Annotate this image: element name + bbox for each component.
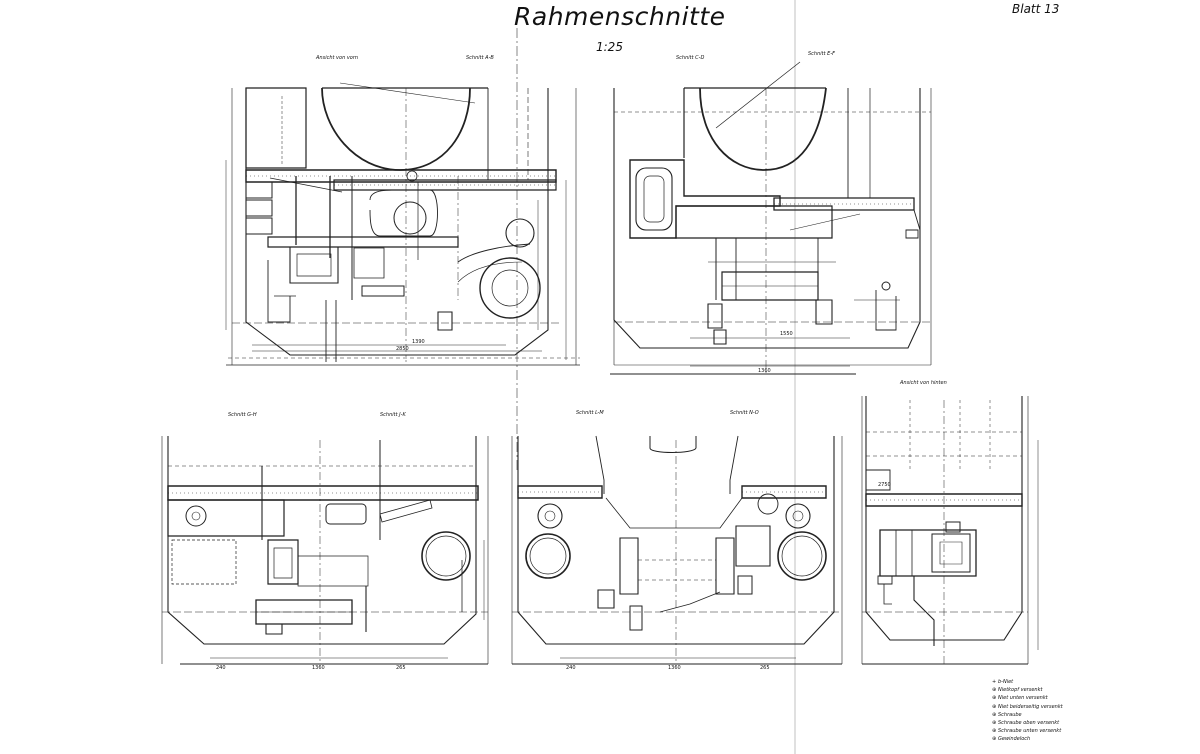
- legend-row: ⊕Gewindeloch: [992, 735, 1112, 743]
- drawing-title: Rahmenschnitte: [514, 2, 726, 31]
- caption-ansicht-vorn: Ansicht von vorn: [316, 55, 359, 61]
- dim-gh-240: 240: [216, 665, 226, 671]
- legend-text: Gewindeloch: [998, 736, 1031, 743]
- sheet-number-label: Blatt 13: [1012, 2, 1059, 16]
- dim-cd-1550: 1550: [780, 331, 793, 337]
- view-ansicht-vorn-schnitt-ab: [226, 83, 580, 365]
- sheet-number: 13: [1044, 2, 1060, 16]
- dim-lm-265: 265: [760, 665, 770, 671]
- legend-row: ⊕Niet unten versenkt: [992, 694, 1112, 702]
- caption-schnitt-no: Schnitt N-O: [730, 410, 759, 416]
- legend-row: ⊕Schraube oben versenkt: [992, 719, 1112, 727]
- caption-schnitt-jk: Schnitt J-K: [380, 412, 406, 418]
- legend-symbol: ⊕: [992, 695, 997, 702]
- legend-text: Schraube unten versenkt: [998, 728, 1062, 735]
- dim-hinten-2750: 2750: [878, 482, 891, 488]
- view-ansicht-hinten: [862, 396, 1038, 664]
- legend-symbol: ⊕: [992, 687, 997, 694]
- caption-ansicht-hinten: Ansicht von hinten: [900, 380, 947, 386]
- legend-text: Niet beiderseitig versenkt: [998, 703, 1063, 710]
- dim-gh-1360: 1360: [312, 665, 325, 671]
- caption-schnitt-gh: Schnitt G-H: [228, 412, 257, 418]
- legend-text: Niet unten versenkt: [998, 695, 1048, 702]
- dim-lm-240: 240: [566, 665, 576, 671]
- legend-text: Schraube oben versenkt: [998, 720, 1060, 727]
- caption-schnitt-ab: Schnitt A-B: [466, 55, 494, 61]
- legend-row: ⊕Nietkopf versenkt: [992, 686, 1112, 694]
- legend-text: Nietkopf versenkt: [998, 687, 1043, 694]
- legend-row: ⊕Schraube: [992, 711, 1112, 719]
- legend-symbol: ⊕: [992, 703, 997, 710]
- legend-symbol: ⊕: [992, 736, 997, 743]
- dim-lm-1360: 1360: [668, 665, 681, 671]
- legend-symbol: ⊕: [992, 711, 997, 718]
- rivet-legend: +b-Niet ⊕Nietkopf versenkt ⊕Niet unten v…: [992, 678, 1112, 744]
- view-schnitt-cd-ef: [610, 62, 931, 374]
- dim-1390: 1390: [412, 339, 425, 345]
- sheet-label: Blatt: [1012, 2, 1041, 16]
- caption-schnitt-lm: Schnitt L-M: [576, 410, 604, 416]
- legend-text: b-Niet: [998, 679, 1014, 685]
- legend-text: Schraube: [998, 711, 1022, 718]
- dim-2850: 2850: [396, 346, 409, 352]
- legend-symbol: +: [992, 679, 997, 685]
- dim-gh-265: 265: [396, 665, 406, 671]
- legend-row: ⊕Schraube unten versenkt: [992, 727, 1112, 735]
- caption-schnitt-cd: Schnitt C-D: [676, 55, 705, 61]
- legend-symbol: ⊕: [992, 728, 997, 735]
- legend-symbol: ⊕: [992, 720, 997, 727]
- legend-row: +b-Niet: [992, 678, 1112, 686]
- view-schnitt-gh-jk: [162, 436, 488, 664]
- caption-schnitt-ef: Schnitt E-F: [808, 51, 835, 57]
- view-schnitt-lm-no: [512, 436, 842, 664]
- dim-cd-1360: 1360: [758, 368, 771, 374]
- legend-row: ⊕Niet beiderseitig versenkt: [992, 703, 1112, 711]
- drawing-scale: 1:25: [596, 40, 623, 54]
